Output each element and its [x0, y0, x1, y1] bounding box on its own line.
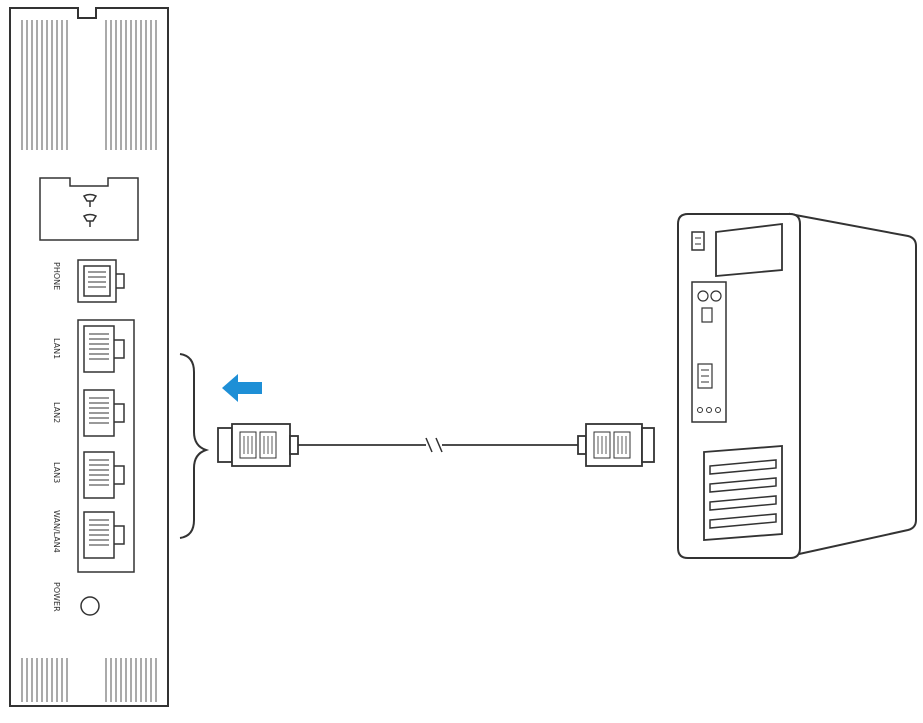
port-label-lan2: LAN2: [52, 402, 61, 423]
lan-port-block: [77, 319, 135, 573]
rj45-port-wan: [83, 511, 125, 559]
port-label-wan: WAN/LAN4: [52, 510, 61, 553]
port-label-phone: PHONE: [52, 262, 61, 290]
ethernet-plug-icon: [577, 423, 655, 467]
bottom-vents: [21, 658, 157, 702]
computer-tower-icon: [677, 212, 917, 559]
lan-ports: [83, 325, 125, 559]
phone-port: [77, 259, 125, 303]
rj45-port-lan1: [83, 325, 125, 373]
sim-slot-panel: [39, 177, 139, 241]
port-labels: PHONE LAN1 LAN2 LAN3 WAN/LAN4 POWER: [52, 262, 61, 612]
power-button[interactable]: [80, 596, 100, 616]
port-label-power: POWER: [52, 582, 61, 612]
ethernet-cable: [217, 423, 655, 467]
rj45-port-lan3: [83, 451, 125, 499]
arrow-left-icon: [222, 374, 262, 402]
port-label-lan3: LAN3: [52, 462, 61, 483]
router: [9, 7, 169, 707]
port-group-bracket: [179, 353, 210, 539]
sim-card-icon: [82, 193, 98, 227]
port-label-lan1: LAN1: [52, 338, 61, 359]
rj45-port-lan2: [83, 389, 125, 437]
top-vents: [21, 20, 157, 150]
ethernet-plug-icon: [217, 423, 299, 467]
